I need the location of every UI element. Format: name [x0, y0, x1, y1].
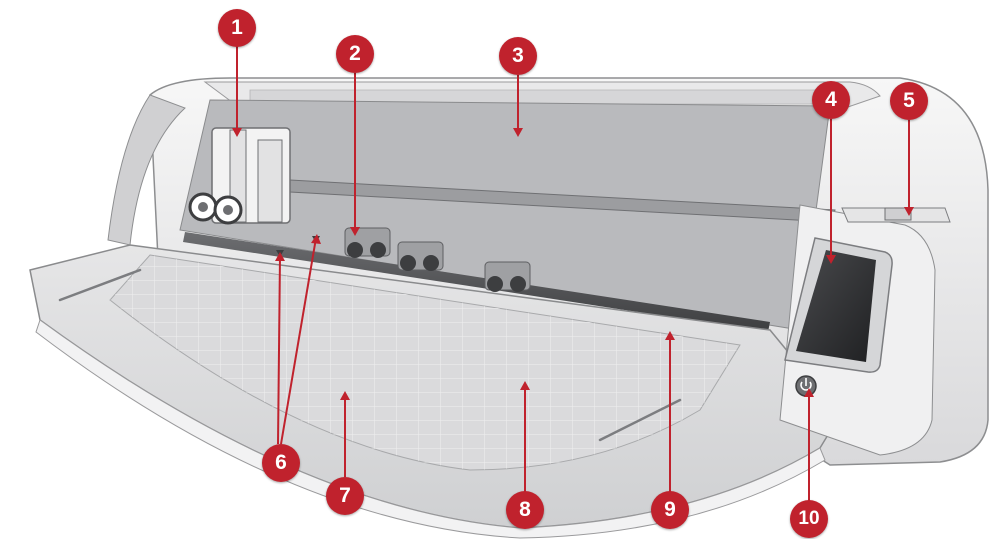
callout-7[interactable]: 7 [326, 477, 364, 515]
cutting-strip [183, 232, 770, 332]
leader-line-6a [277, 255, 281, 445]
callout-5[interactable]: 5 [890, 82, 928, 120]
callout-2[interactable]: 2 [336, 35, 374, 73]
callout-3[interactable]: 3 [499, 37, 537, 75]
callout-8[interactable]: 8 [506, 491, 544, 529]
pinch-roller [397, 241, 444, 271]
touch-screen [796, 250, 876, 362]
callout-9[interactable]: 9 [651, 491, 689, 529]
pinch-roller [344, 227, 391, 258]
callout-4[interactable]: 4 [812, 81, 850, 119]
pinch-roller [484, 261, 531, 292]
tool-carriage [188, 127, 291, 225]
callout-1[interactable]: 1 [218, 9, 256, 47]
callout-10[interactable]: 10 [790, 500, 828, 538]
leader-line-6b [280, 237, 317, 445]
callout-6[interactable]: 6 [262, 444, 300, 482]
